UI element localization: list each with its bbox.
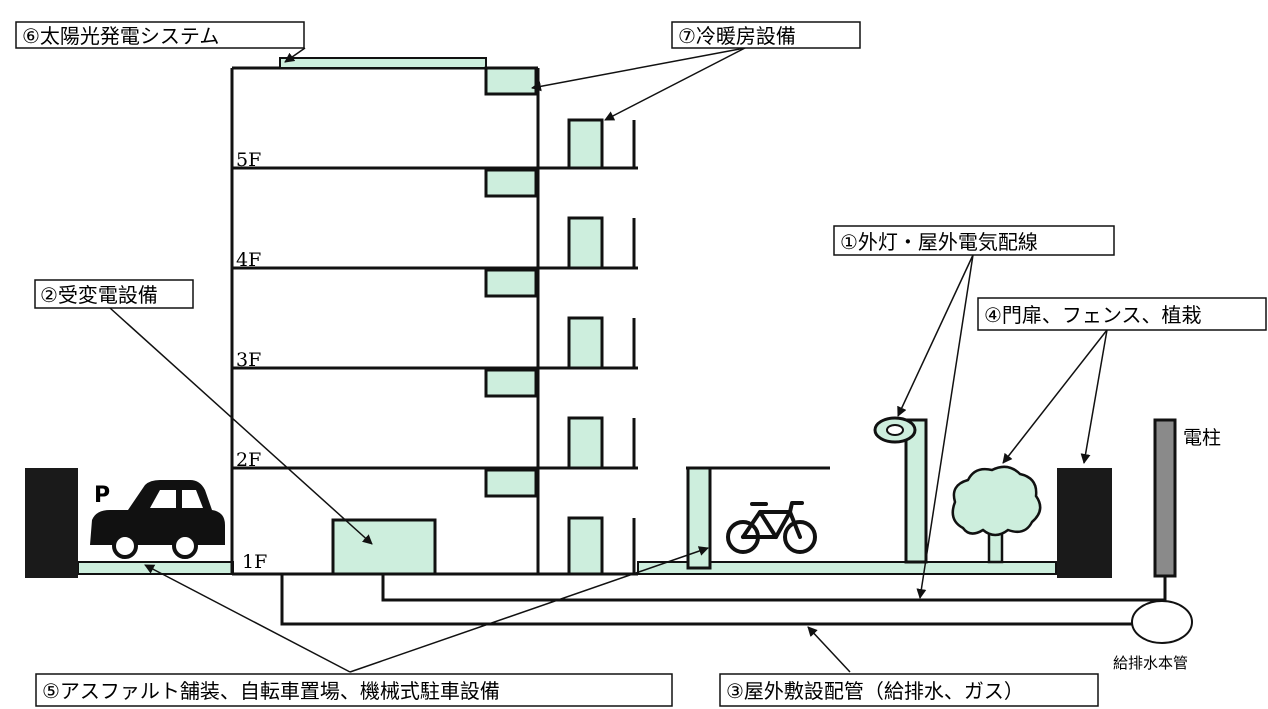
- water-main: [1131, 600, 1193, 644]
- utility-pole-label: 電柱: [1183, 427, 1221, 449]
- callout-gate-fence-text: ④門扉、フェンス、植栽: [984, 303, 1202, 327]
- callout-hvac: ⑦冷暖房設備: [671, 21, 861, 49]
- leader-lines: [109, 47, 1108, 673]
- callout-solar: ⑥太陽光発電システム: [15, 21, 305, 49]
- callout-paving-text: ⑤アスファルト舗装、自転車置場、機械式駐車設備: [42, 679, 500, 703]
- substation-equipment: [331, 518, 437, 576]
- callout-paving: ⑤アスファルト舗装、自転車置場、機械式駐車設備: [35, 673, 673, 707]
- callout-substation: ②受変電設備: [34, 279, 194, 309]
- floor-label-1f: 1F: [242, 551, 267, 573]
- bicycle-area-pavement: [637, 561, 1057, 575]
- outdoor-ac-units: [567, 118, 604, 576]
- floor-label-4f: 4F: [236, 249, 261, 271]
- mechanical-parking-structure: [25, 468, 78, 578]
- bicycle-icon: [726, 501, 817, 554]
- parking-pavement: [77, 561, 234, 575]
- gate-pillar: [1057, 468, 1112, 578]
- floor-label-3f: 3F: [236, 349, 261, 371]
- street-lamp-icon: [873, 416, 928, 564]
- underground-piping: [280, 574, 1167, 626]
- floor-label-2f: 2F: [236, 449, 261, 471]
- car-icon: [90, 480, 225, 559]
- callout-solar-text: ⑥太陽光発電システム: [22, 24, 219, 48]
- indoor-ac-units: [484, 66, 538, 498]
- callout-piping-text: ③屋外敷設配管（給排水、ガス）: [726, 679, 1024, 703]
- callout-gate-fence: ④門扉、フェンス、植栽: [977, 297, 1267, 331]
- water-main-label: 給排水本管: [1113, 654, 1188, 672]
- callout-substation-text: ②受変電設備: [40, 283, 158, 307]
- callout-lighting-text: ①外灯・屋外電気配線: [840, 230, 1038, 254]
- callout-piping: ③屋外敷設配管（給排水、ガス）: [719, 673, 1099, 707]
- utility-pole: [1153, 418, 1177, 578]
- bicycle-shelter: [686, 466, 830, 570]
- callout-hvac-text: ⑦冷暖房設備: [678, 24, 796, 48]
- solar-panel: [279, 57, 487, 69]
- tree-icon: [951, 465, 1042, 564]
- parking-sign: P: [94, 483, 110, 508]
- callout-lighting: ①外灯・屋外電気配線: [833, 225, 1115, 256]
- floor-label-5f: 5F: [236, 149, 261, 171]
